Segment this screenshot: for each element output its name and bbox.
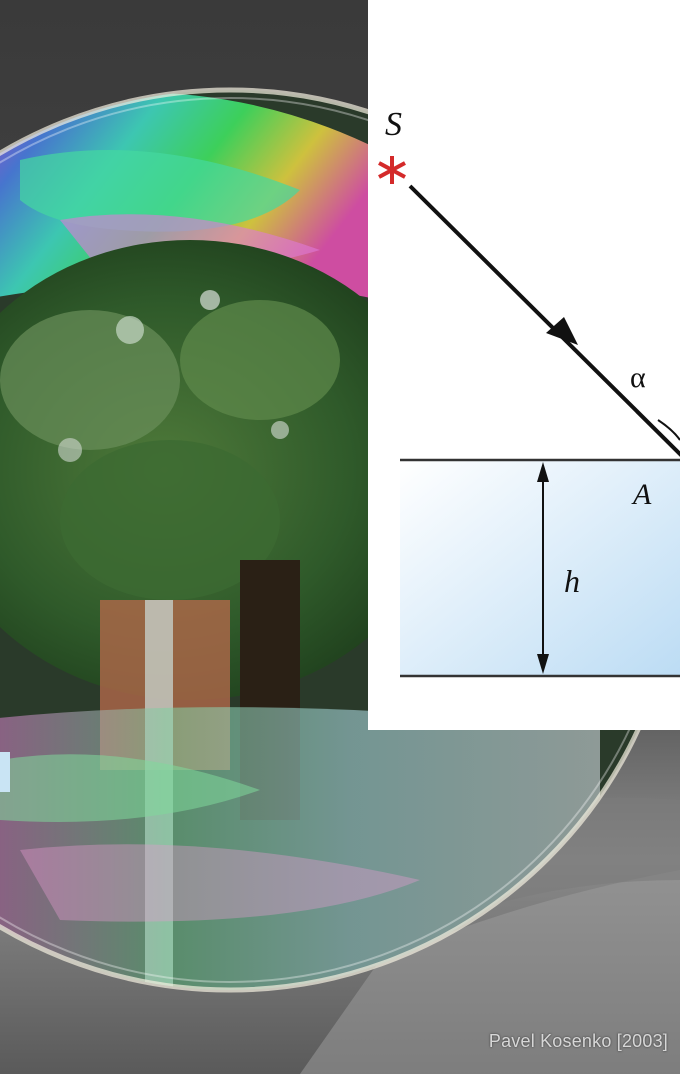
ray-direction-arrow bbox=[546, 317, 578, 345]
thickness-arrow-top bbox=[537, 462, 549, 482]
thickness-label: h bbox=[564, 563, 580, 599]
angle-arc bbox=[657, 419, 680, 441]
point-label: A bbox=[633, 478, 652, 511]
incident-ray bbox=[408, 184, 680, 457]
source-asterisk-icon bbox=[378, 156, 406, 184]
film-edge-strip bbox=[0, 752, 10, 792]
source-label: S bbox=[385, 106, 402, 143]
thickness-arrow-bottom bbox=[537, 654, 549, 674]
photo-credit: Pavel Kosenko [2003] bbox=[488, 1031, 668, 1051]
thin-film-diagram: S α A h bbox=[368, 0, 680, 730]
film-layer bbox=[400, 460, 680, 676]
thin-film-diagram-art bbox=[378, 156, 680, 678]
angle-label: α bbox=[630, 361, 646, 394]
